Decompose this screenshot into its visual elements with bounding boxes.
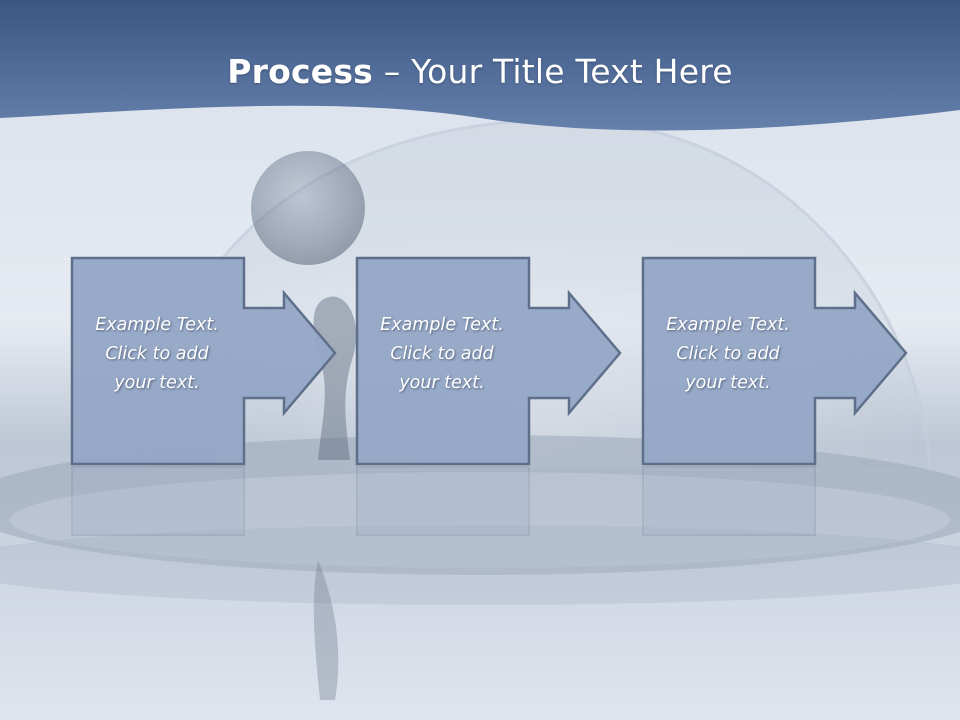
step-1-reflection [71, 466, 246, 536]
step-text: Example Text. Click to add your text. [666, 315, 790, 393]
step-arrow-shape [641, 256, 908, 466]
process-step-1[interactable]: Example Text. Click to add your text. [70, 256, 337, 466]
step-3-reflection [642, 466, 817, 536]
title-bold: Process [227, 52, 374, 91]
process-step-3[interactable]: Example Text. Click to add your text. [641, 256, 908, 466]
step-arrow-shape [70, 256, 337, 466]
step-arrow-shape [355, 256, 622, 466]
title-rest: – Your Title Text Here [373, 52, 733, 91]
step-text: Example Text. Click to add your text. [380, 315, 504, 393]
step-2-reflection [356, 466, 531, 536]
slide-title[interactable]: Process – Your Title Text Here [0, 52, 960, 91]
step-text: Example Text. Click to add your text. [95, 315, 219, 393]
process-step-2[interactable]: Example Text. Click to add your text. [355, 256, 622, 466]
